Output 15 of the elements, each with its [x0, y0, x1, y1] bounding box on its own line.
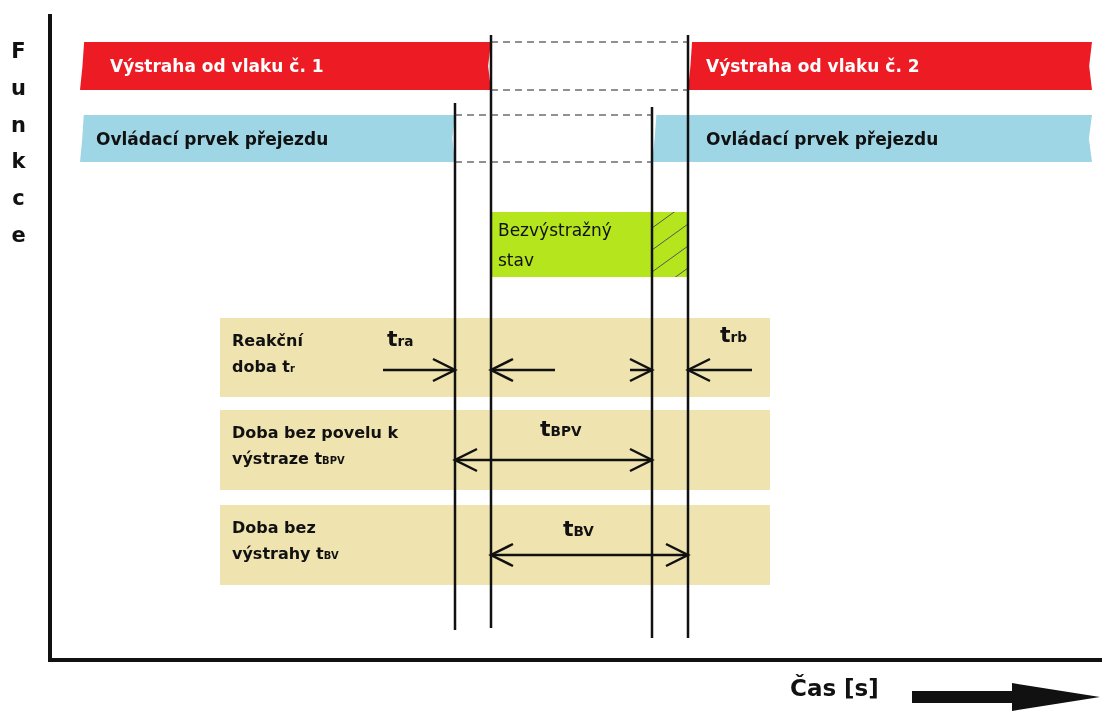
state-box — [492, 212, 688, 277]
bar-label: Bezvýstražný stav — [498, 218, 613, 272]
warning-bar — [80, 42, 491, 90]
row-band — [220, 505, 770, 585]
row-band — [220, 318, 770, 397]
axis-title: Funkce — [10, 38, 27, 249]
bar-label: Výstraha od vlaku č. 1 — [110, 55, 324, 78]
bar-label: Ovládací prvek přejezdu — [706, 127, 939, 151]
axis-title: Čas [s] — [790, 675, 879, 701]
control-bar — [652, 115, 1092, 162]
bar-label: Výstraha od vlaku č. 2 — [706, 55, 920, 78]
bar-label: Ovládací prvek přejezdu — [96, 127, 329, 151]
row-band — [220, 410, 770, 490]
control-bar — [80, 115, 455, 162]
warning-bar — [688, 42, 1092, 90]
